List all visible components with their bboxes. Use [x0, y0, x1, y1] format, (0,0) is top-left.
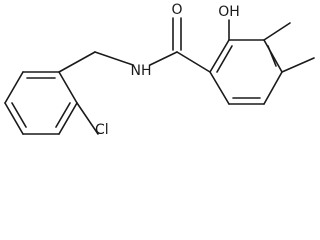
hydroxymethylphenyl-ring [209, 39, 283, 105]
ring1-double-bond [55, 102, 71, 128]
ring2-bond [209, 71, 230, 105]
nitrogen-label: NH [131, 63, 152, 79]
carbonyl-oxygen-label: O [171, 2, 182, 18]
ring1-double-bond [11, 102, 27, 128]
ring2-bond [209, 39, 230, 73]
benzyl-bond [58, 51, 96, 73]
chlorophenyl-ring [4, 71, 78, 135]
amide-bond [149, 51, 178, 66]
ring1-bond [4, 71, 24, 104]
methyl-bond [281, 57, 315, 73]
methyl-bond-2 [263, 22, 291, 41]
chloro-bond [76, 102, 99, 135]
ring1-bond [58, 71, 78, 104]
ring2-bond [263, 39, 283, 73]
chemical-structure-diagram: NH O OH Cl [4, 2, 315, 136]
ring2-double-bond [216, 45, 233, 73]
ring2-double-bond [267, 45, 277, 67]
ring1-bond [4, 102, 24, 135]
ring2-bond [263, 71, 283, 105]
ring1-bond [58, 102, 78, 135]
carbonyl-ring-bond [176, 51, 211, 73]
hydroxyl-label: OH [218, 4, 240, 20]
chlorine-label: Cl [95, 122, 109, 136]
ch2-nh-bond [94, 51, 134, 66]
